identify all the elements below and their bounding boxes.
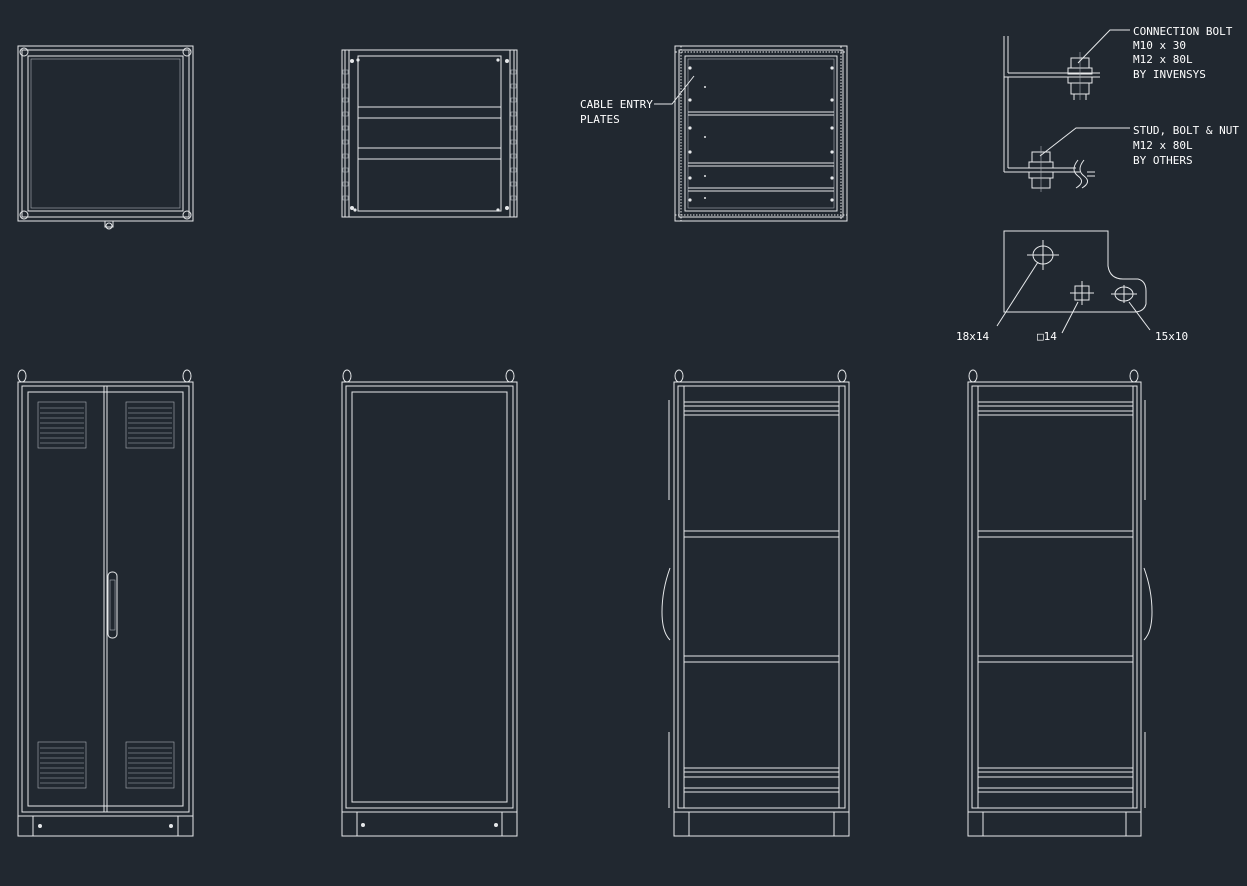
connection-bolt-label-2: M10 x 30	[1133, 39, 1186, 52]
side-elevation-right	[967, 369, 1153, 837]
cable-entry-label-2: PLATES	[580, 113, 620, 126]
top-view-roof	[17, 45, 194, 230]
top-view-cable-entry: CABLE ENTRY PLATES	[580, 45, 848, 222]
front-elevation-panel	[341, 369, 518, 837]
connection-bolt-label-1: CONNECTION BOLT	[1133, 25, 1233, 38]
hole-label-15x10: 15x10	[1155, 330, 1188, 343]
detail-bracket: 18x14 □14 15x10	[956, 230, 1188, 343]
hole-label-18x14: 18x14	[956, 330, 989, 343]
cable-entry-label-1: CABLE ENTRY	[580, 98, 653, 111]
detail-connection-bolt: CONNECTION BOLT M10 x 30 M12 x 80L BY IN…	[1003, 25, 1239, 192]
connection-bolt-label-3: M12 x 80L	[1133, 53, 1193, 66]
top-view-frame	[341, 49, 518, 218]
front-elevation-doors	[17, 369, 194, 837]
stud-bolt-label-2: M12 x 80L	[1133, 139, 1193, 152]
hole-label-14: □14	[1037, 330, 1057, 343]
stud-bolt-label-1: STUD, BOLT & NUT	[1133, 124, 1239, 137]
stud-bolt-label-3: BY OTHERS	[1133, 154, 1193, 167]
connection-bolt-label-4: BY INVENSYS	[1133, 68, 1206, 81]
side-elevation-left	[661, 369, 850, 837]
